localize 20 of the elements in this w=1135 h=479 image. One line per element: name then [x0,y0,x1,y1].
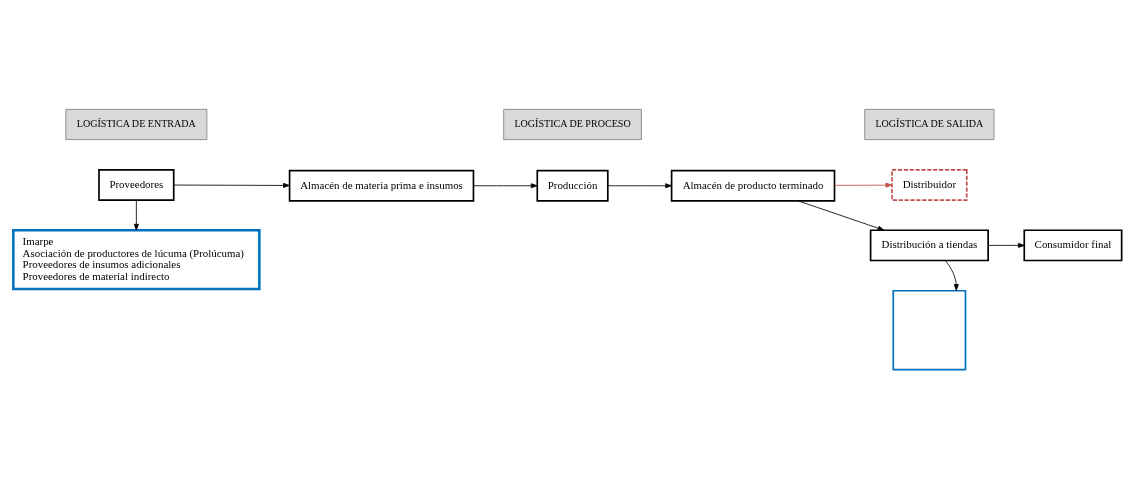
label: LOGÍSTICA DE ENTRADA [76,118,196,130]
node-box: Distribuidor [891,168,968,201]
node-box: Almacén de materia prima e insumos [288,169,475,202]
arrow [944,260,959,291]
label: LOGÍSTICA DE SALIDA [875,118,984,130]
arrow [133,199,139,231]
node-box [892,289,967,371]
node-box: Producción [536,169,609,202]
arrow [797,200,885,231]
arrow [173,182,290,188]
label: LOGÍSTICA DE PROCESO [514,118,631,130]
node-box: Proveedores [98,168,175,201]
arrow [607,183,672,189]
arrow [987,242,1025,248]
arrow [834,182,893,188]
node-box: Consumidor final [1023,229,1123,262]
node-box: Imarpe Asociación de productores de lúcuma (Prolúcuma) Proveedores de insumos adicionales Proveedores de material indirecto [12,229,261,291]
node-box: Almacén de producto terminado [670,169,836,202]
arrow [473,183,538,189]
node-box: Distribución a tiendas [869,229,989,262]
